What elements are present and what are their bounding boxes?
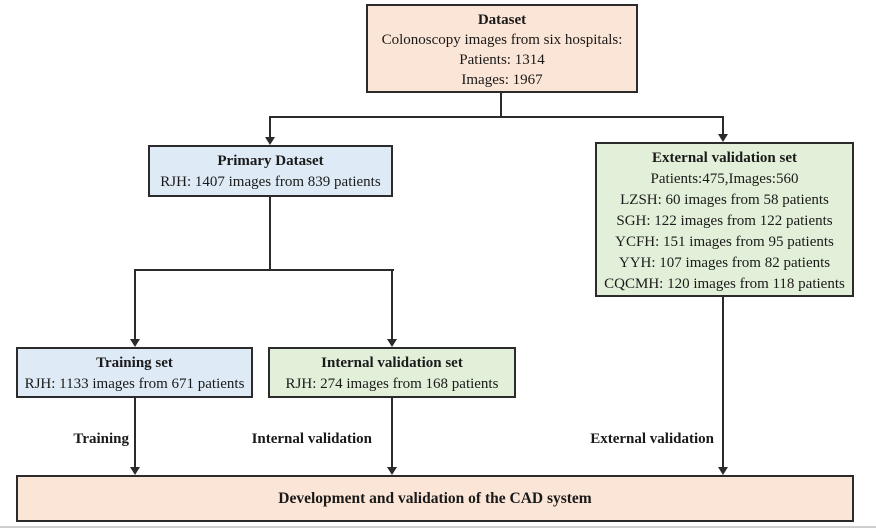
external-validation-set-box-line: SGH: 122 images from 122 patients	[616, 213, 833, 229]
dataset-box-line: Patients: 1314	[459, 52, 545, 68]
connector-line	[134, 269, 136, 340]
cad-system-box-title: Development and validation of the CAD sy…	[278, 489, 592, 507]
external-validation-set-box-line: CQCMH: 120 images from 118 patients	[604, 276, 845, 292]
training-set-box: Training set RJH: 1133 images from 671 p…	[16, 347, 253, 398]
edge-label-training: Training	[73, 431, 129, 447]
connector-line	[391, 269, 393, 340]
connector-line	[722, 116, 724, 135]
bottom-edge-divider	[0, 526, 876, 528]
connector-line	[391, 397, 393, 468]
internal-validation-set-box-title: Internal validation set	[321, 355, 463, 371]
external-validation-set-box-line: LZSH: 60 images from 58 patients	[620, 192, 829, 208]
connector-line	[269, 196, 271, 271]
edge-label-external-validation: External validation	[590, 431, 714, 447]
connector-line	[269, 116, 724, 118]
arrowhead-down-icon	[387, 467, 397, 475]
external-validation-set-box: External validation set Patients:475,Ima…	[595, 142, 854, 297]
cad-system-box: Development and validation of the CAD sy…	[16, 475, 854, 522]
dataset-box: Dataset Colonoscopy images from six hosp…	[366, 4, 638, 93]
arrowhead-down-icon	[718, 467, 728, 475]
dataset-box-line: Images: 1967	[461, 72, 543, 88]
dataset-box-title: Dataset	[477, 12, 527, 28]
primary-dataset-box-title: Primary Dataset	[217, 153, 324, 169]
connector-line	[500, 92, 502, 117]
external-validation-set-box-line: YYH: 107 images from 82 patients	[618, 255, 831, 271]
connector-line	[134, 397, 136, 468]
primary-dataset-box-line: RJH: 1407 images from 839 patients	[160, 174, 381, 190]
training-set-box-line: RJH: 1133 images from 671 patients	[24, 376, 245, 392]
external-validation-set-box-title: External validation set	[652, 150, 797, 166]
primary-dataset-box: Primary Dataset RJH: 1407 images from 83…	[148, 145, 393, 197]
arrowhead-down-icon	[130, 339, 140, 347]
arrowhead-down-icon	[718, 134, 728, 142]
arrowhead-down-icon	[265, 137, 275, 145]
internal-validation-set-box: Internal validation set RJH: 274 images …	[268, 347, 516, 398]
arrowhead-down-icon	[387, 339, 397, 347]
arrowhead-down-icon	[130, 467, 140, 475]
dataset-box-line: Colonoscopy images from six hospitals:	[381, 32, 623, 48]
training-set-box-title: Training set	[96, 355, 173, 371]
external-validation-set-box-line: Patients:475,Images:560	[650, 171, 799, 187]
edge-label-internal-validation: Internal validation	[251, 431, 372, 447]
external-validation-set-box-line: YCFH: 151 images from 95 patients	[615, 234, 834, 250]
connector-line	[269, 116, 271, 138]
internal-validation-set-box-line: RJH: 274 images from 168 patients	[285, 376, 499, 392]
connector-line	[134, 269, 394, 271]
connector-line	[722, 296, 724, 468]
